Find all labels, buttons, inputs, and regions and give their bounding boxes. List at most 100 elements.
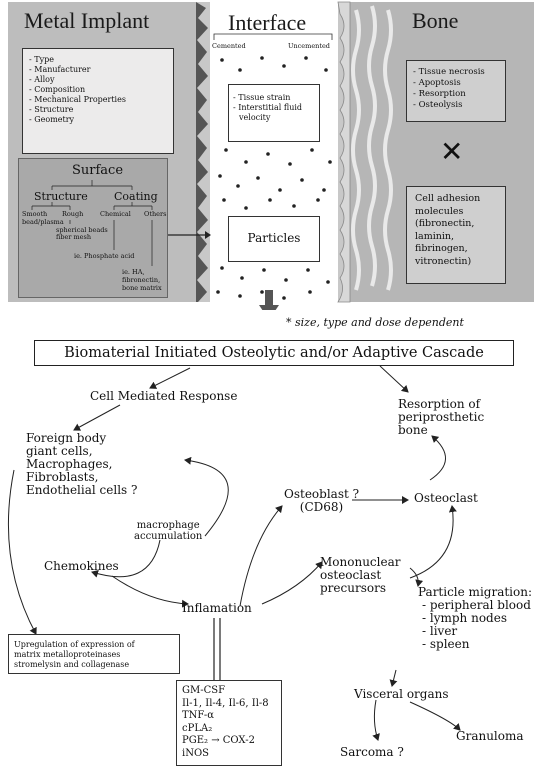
cytokines-list: GM-CSF Il-1, Il-4, Il-6, Il-8 TNF-α cPLA…: [177, 681, 281, 760]
upreg-line-2: matrix metalloproteinases: [14, 650, 121, 659]
surface-fiber: fiber mesh: [56, 233, 92, 241]
prop-alloy: - Alloy: [29, 75, 55, 84]
migration-line-1: Particle migration:: [418, 585, 533, 599]
surface-smooth: Smooth: [22, 210, 48, 218]
migration-line-5: - spleen: [422, 637, 470, 651]
cyto-pge2: PGE₂ → COX-2: [182, 735, 255, 746]
adhesion-line-5: fibrinogen,: [415, 243, 468, 254]
resorption-line-1: Resorption of: [398, 397, 481, 411]
top-decor: [166, 1, 393, 310]
cytokines-box: GM-CSF Il-1, Il-4, Il-6, Il-8 TNF-α cPLA…: [176, 680, 282, 766]
fb-line-2: giant cells,: [26, 444, 93, 458]
fb-line-4: Fibroblasts,: [26, 470, 99, 484]
upregulation-box: Upregulation of expression of matrix met…: [8, 634, 180, 674]
prop-geometry: - Geometry: [29, 115, 75, 124]
upregulation-text: Upregulation of expression of matrix met…: [9, 635, 179, 670]
chemokines-node: Chemokines: [44, 559, 119, 573]
particles-box: Particles: [228, 216, 320, 262]
interface-cemented: Cemented: [212, 42, 246, 50]
mono-line-2: osteoclast: [320, 568, 382, 582]
prop-mechanical: - Mechanical Properties: [29, 95, 126, 104]
adhesion-line-2: molecules: [415, 205, 464, 217]
visceral-organs-node: Visceral organs: [354, 687, 449, 701]
osteoblast-node: Osteoblast ? (CD68): [284, 488, 359, 514]
surface-tree: [31, 180, 153, 266]
implant-edge: [196, 2, 208, 302]
fb-line-1: Foreign body: [26, 431, 107, 445]
strain-line-1: - Tissue strain: [233, 93, 291, 102]
cross-icon: ✕: [440, 135, 464, 168]
strain-text: - Tissue strain - Interstitial fluid vel…: [229, 85, 319, 123]
adhesion-line-3: (fibronectin,: [415, 218, 475, 229]
cyto-inos: iNOS: [182, 747, 209, 759]
fb-line-3: Macrophages,: [26, 457, 113, 471]
cyto-tnf: TNF-α: [182, 710, 215, 721]
adhesion-line-4: laminin,: [415, 230, 455, 242]
surface-others: Others: [144, 210, 167, 218]
surface-ha: ie. HA, fibronectin, bone matrix: [122, 268, 162, 292]
prop-manufacturer: - Manufacturer: [29, 65, 91, 74]
macro-line-2: accumulation: [134, 531, 203, 542]
surface-bead: bead/plasma: [22, 218, 64, 226]
surface-spherical: spherical beads: [56, 226, 108, 234]
surface-to-particles-arrowhead: [205, 231, 211, 239]
upreg-line-3: stromelysin and collagenase: [14, 660, 130, 669]
surface-title: Surface: [72, 163, 124, 178]
cyto-gmcsf: GM-CSF: [182, 685, 226, 696]
interface-title: Interface: [228, 10, 307, 35]
adhesion-text: Cell adhesion molecules (fibronectin, la…: [407, 187, 505, 268]
inflamation-node: Inflamation: [182, 601, 252, 615]
cyto-cpla2: cPLA₂: [182, 722, 213, 734]
interface-bracket: [213, 33, 333, 40]
macro-line-1: macrophage: [136, 520, 200, 531]
prop-structure: - Structure: [29, 105, 74, 114]
osteoclast-node: Osteoclast: [414, 491, 478, 505]
adhesion-box: Cell adhesion molecules (fibronectin, la…: [406, 186, 506, 284]
implant-properties-box: - Type - Manufacturer - Alloy - Composit…: [22, 48, 174, 154]
osteoblast-line-2: (CD68): [299, 500, 344, 514]
surface-phosphate: ie. Phosphate acid: [74, 252, 135, 260]
bone-edge: [337, 1, 351, 303]
migration-line-2: - peripheral blood: [422, 598, 531, 612]
resorption-node: Resorption of periprosthetic bone: [398, 398, 484, 437]
surface-chemical: Chemical: [100, 210, 131, 218]
strain-line-2: - Interstitial fluid: [233, 103, 303, 112]
prop-type: - Type: [29, 55, 54, 64]
surface-coating: Coating: [114, 190, 158, 203]
mono-line-1: Mononuclear: [320, 555, 401, 569]
cascade-title-box: Biomaterial Initiated Osteolytic and/or …: [34, 340, 514, 366]
mononuclear-node: Mononuclear osteoclast precursors: [320, 556, 400, 595]
adhesion-line-1: Cell adhesion: [415, 193, 481, 204]
effect-resorption: - Resorption: [413, 89, 466, 99]
effect-apoptosis: - Apoptosis: [413, 78, 461, 88]
bone-effects-list: - Tissue necrosis - Apoptosis - Resorpti…: [407, 61, 505, 111]
effect-osteolysis: - Osteolysis: [413, 100, 463, 110]
prop-composition: - Composition: [29, 85, 86, 94]
strain-box: - Tissue strain - Interstitial fluid vel…: [228, 84, 320, 142]
implant-properties-list: - Type - Manufacturer - Alloy - Composit…: [23, 49, 173, 125]
particle-migration-node: Particle migration: - peripheral blood -…: [418, 586, 532, 651]
effect-necrosis: - Tissue necrosis: [413, 67, 485, 77]
osteoblast-line-1: Osteoblast ?: [284, 487, 360, 501]
strain-line-3: velocity: [239, 113, 271, 122]
sarcoma-node: Sarcoma ?: [340, 745, 404, 759]
resorption-line-2: periprosthetic: [398, 410, 485, 424]
mono-line-3: precursors: [320, 581, 386, 595]
adhesion-line-6: vitronectin): [415, 255, 472, 267]
cascade-title: Biomaterial Initiated Osteolytic and/or …: [64, 345, 484, 361]
granuloma-node: Granuloma: [456, 729, 524, 743]
down-arrow-shaft: [265, 290, 273, 310]
surface-structure: Structure: [34, 190, 88, 203]
bone-effects-box: - Tissue necrosis - Apoptosis - Resorpti…: [406, 60, 506, 122]
fb-line-5: Endothelial cells ?: [26, 483, 138, 497]
dose-note: * size, type and dose dependent: [286, 316, 464, 329]
bone-title: Bone: [412, 8, 459, 33]
down-arrow-head: [259, 305, 279, 310]
macrophage-accumulation: macrophage accumulation: [134, 520, 202, 542]
particles-label: Particles: [247, 231, 301, 245]
resorption-line-3: bone: [398, 423, 428, 437]
migration-line-4: - liver: [422, 624, 458, 638]
metal-implant-title: Metal Implant: [24, 8, 150, 33]
interface-uncemented: Uncemented: [288, 42, 330, 50]
